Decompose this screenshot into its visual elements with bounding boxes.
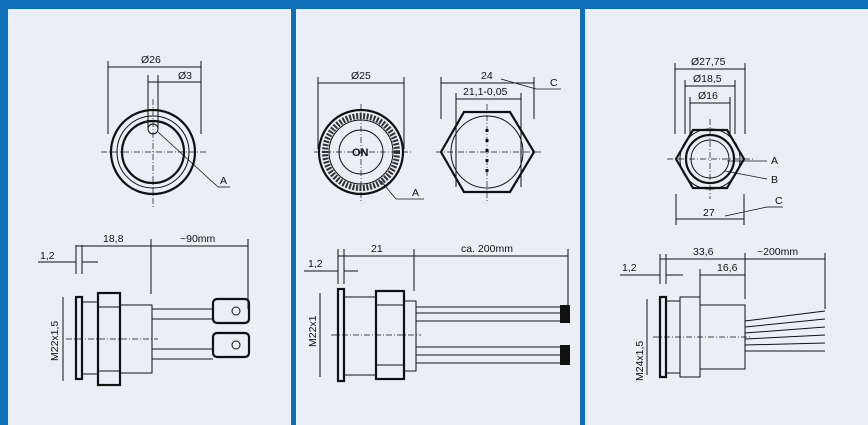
p2-flange-label: 1,2 xyxy=(308,258,323,270)
p1-hole-label: Ø3 xyxy=(178,70,192,82)
p1-thread-label: M22x1,5 xyxy=(49,321,61,361)
p1-dia-label: Ø26 xyxy=(141,54,161,66)
p1-body-label: 18,8 xyxy=(103,233,124,245)
top-border xyxy=(0,0,868,9)
p3-callout-a: A xyxy=(771,155,778,167)
p3-callout-c: C xyxy=(775,195,783,207)
p2-dia-label: Ø25 xyxy=(351,70,371,82)
p2-front-view: Ø25 ON A xyxy=(314,70,424,201)
p3-body2-label: 16,6 xyxy=(717,262,738,274)
p1-callout-a: A xyxy=(220,175,227,187)
p2-thread-label: M22x1 xyxy=(307,315,319,347)
p1-cable-label: ~90mm xyxy=(180,233,216,245)
p3-flange-label: 1,2 xyxy=(622,262,637,274)
p2-hex-outer-label: 24 xyxy=(481,70,493,82)
panel-3: Ø27,75 Ø18,5 Ø16 A B xyxy=(585,9,868,425)
p3-side-view: 1,2 33,6 16,6 ~200mm M24x1,5 xyxy=(620,246,826,381)
p3-thread-label: M24x1,5 xyxy=(634,341,646,381)
p3-cable-label: ~200mm xyxy=(757,246,798,258)
p3-d2-label: Ø18,5 xyxy=(693,73,722,85)
panel-3-drawing: Ø27,75 Ø18,5 Ø16 A B xyxy=(620,56,826,381)
panel-1: Ø26 Ø3 A 1,2 xyxy=(8,9,291,425)
p1-top-view: Ø26 Ø3 A xyxy=(101,54,230,207)
panel-1-drawing: Ø26 Ø3 A 1,2 xyxy=(38,54,251,387)
p2-hex-inner-label: 21,1-0,05 xyxy=(463,86,508,98)
p2-callout-c: C xyxy=(550,77,558,89)
p1-flange-label: 1,2 xyxy=(40,250,55,262)
p3-across-label: 27 xyxy=(703,207,715,219)
p3-d1-label: Ø27,75 xyxy=(691,56,726,68)
p2-on-marking: ON xyxy=(352,147,369,159)
panel-2: Ø25 ON A 24 21,1-0,05 xyxy=(296,9,580,425)
p2-cable-label: ca. 200mm xyxy=(461,243,513,255)
p3-top-view: Ø27,75 Ø18,5 Ø16 A B xyxy=(667,56,783,225)
p2-callout-a: A xyxy=(412,187,419,199)
p3-body-label: 33,6 xyxy=(693,246,714,258)
p1-side-view: 1,2 18,8 ~90mm M22x1,5 xyxy=(38,233,251,387)
p3-callout-b: B xyxy=(771,174,778,186)
p2-body-label: 21 xyxy=(371,243,383,255)
p2-side-view: 1,2 21 ca. 200mm M22x1 xyxy=(304,243,570,383)
p2-hex-view: 24 21,1-0,05 C xyxy=(436,70,561,201)
panel-2-drawing: Ø25 ON A 24 21,1-0,05 xyxy=(304,70,570,383)
p3-d3-label: Ø16 xyxy=(698,90,718,102)
